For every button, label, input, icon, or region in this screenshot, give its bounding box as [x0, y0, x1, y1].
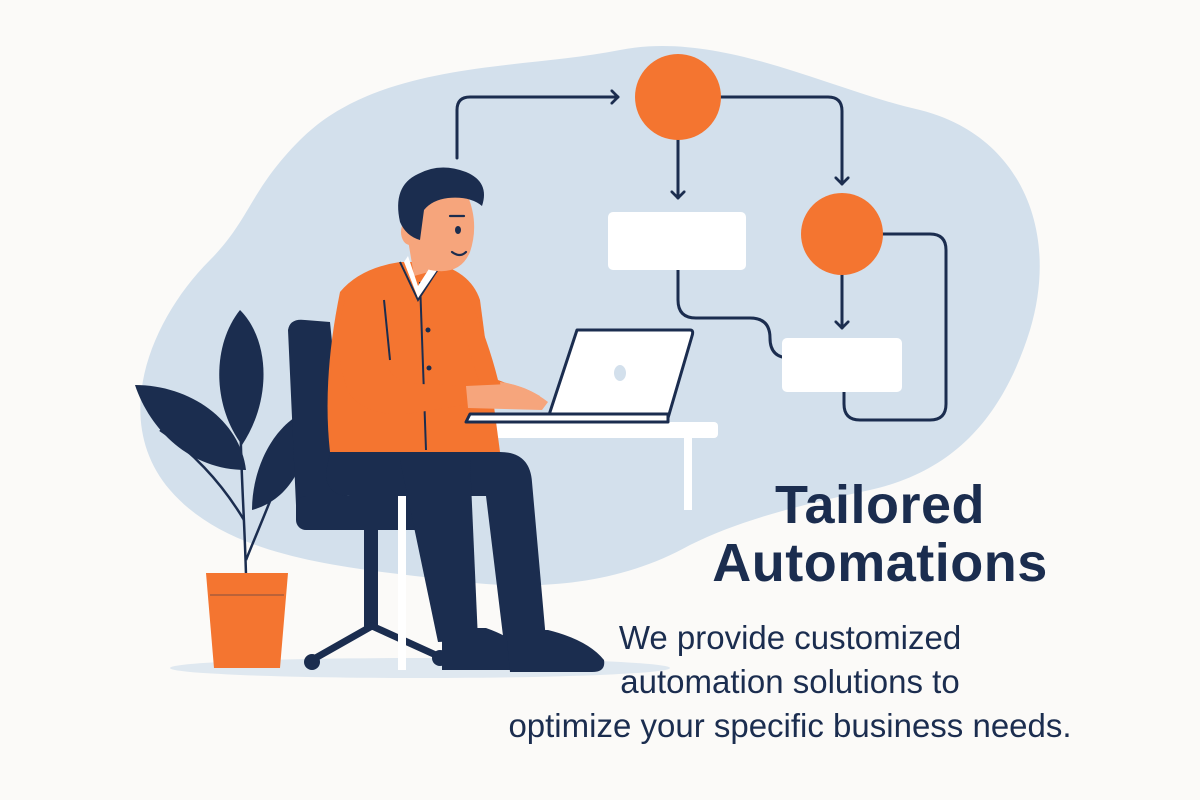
laptop-icon: [464, 328, 695, 424]
tagline-line-2: automation solutions to: [620, 663, 960, 700]
flowchart-icon: [455, 97, 948, 422]
tagline-line-3: optimize your specific business needs.: [508, 707, 1072, 744]
person-icon: [326, 167, 605, 672]
flow-node-right: [801, 193, 883, 275]
tagline-line-1: We provide customized: [618, 619, 962, 656]
tagline: We provide customized automation solutio…: [470, 616, 1110, 748]
plant-icon: [135, 310, 309, 668]
flow-node-top: [635, 54, 721, 140]
headline: Tailored Automations: [640, 476, 1120, 592]
flow-step-box-right: [782, 338, 902, 392]
headline-line-2: Automations: [712, 533, 1048, 593]
headline-line-1: Tailored: [774, 475, 986, 535]
flow-step-box-left: [608, 212, 746, 270]
